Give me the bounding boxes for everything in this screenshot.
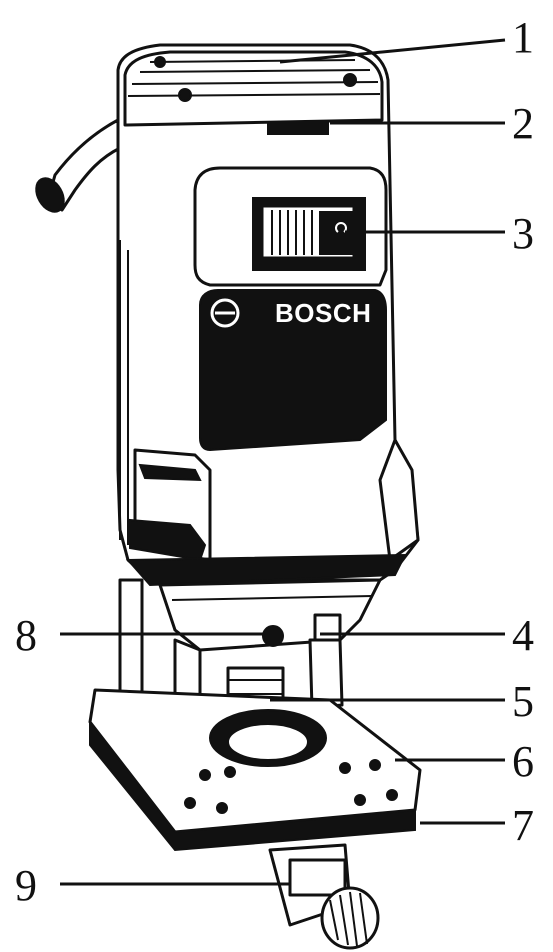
shaft-lock-button — [262, 625, 284, 647]
brand-plate: BOSCH — [199, 289, 387, 452]
leader-1 — [279, 38, 506, 64]
callout-1: 1 — [512, 13, 534, 62]
power-cord — [35, 118, 122, 213]
depth-adjust-ring — [267, 121, 329, 135]
lower-housing — [125, 438, 420, 587]
bosch-armature-logo-icon — [210, 298, 240, 328]
callout-7: 7 — [512, 801, 534, 850]
brand-logo-text: BOSCH — [275, 298, 371, 328]
callout-4: 4 — [512, 611, 534, 660]
callout-3: 3 — [512, 209, 534, 258]
base-clamp — [268, 843, 380, 950]
callout-6: 6 — [512, 737, 534, 786]
switch-housing — [193, 166, 388, 287]
callout-numbers: 1 2 3 4 5 6 7 8 9 — [15, 13, 534, 910]
callout-5: 5 — [512, 677, 534, 726]
callout-8: 8 — [15, 611, 37, 660]
callout-9: 9 — [15, 861, 37, 910]
callout-2: 2 — [512, 99, 534, 148]
base-plate — [88, 688, 422, 852]
callout-leaders — [60, 38, 506, 886]
